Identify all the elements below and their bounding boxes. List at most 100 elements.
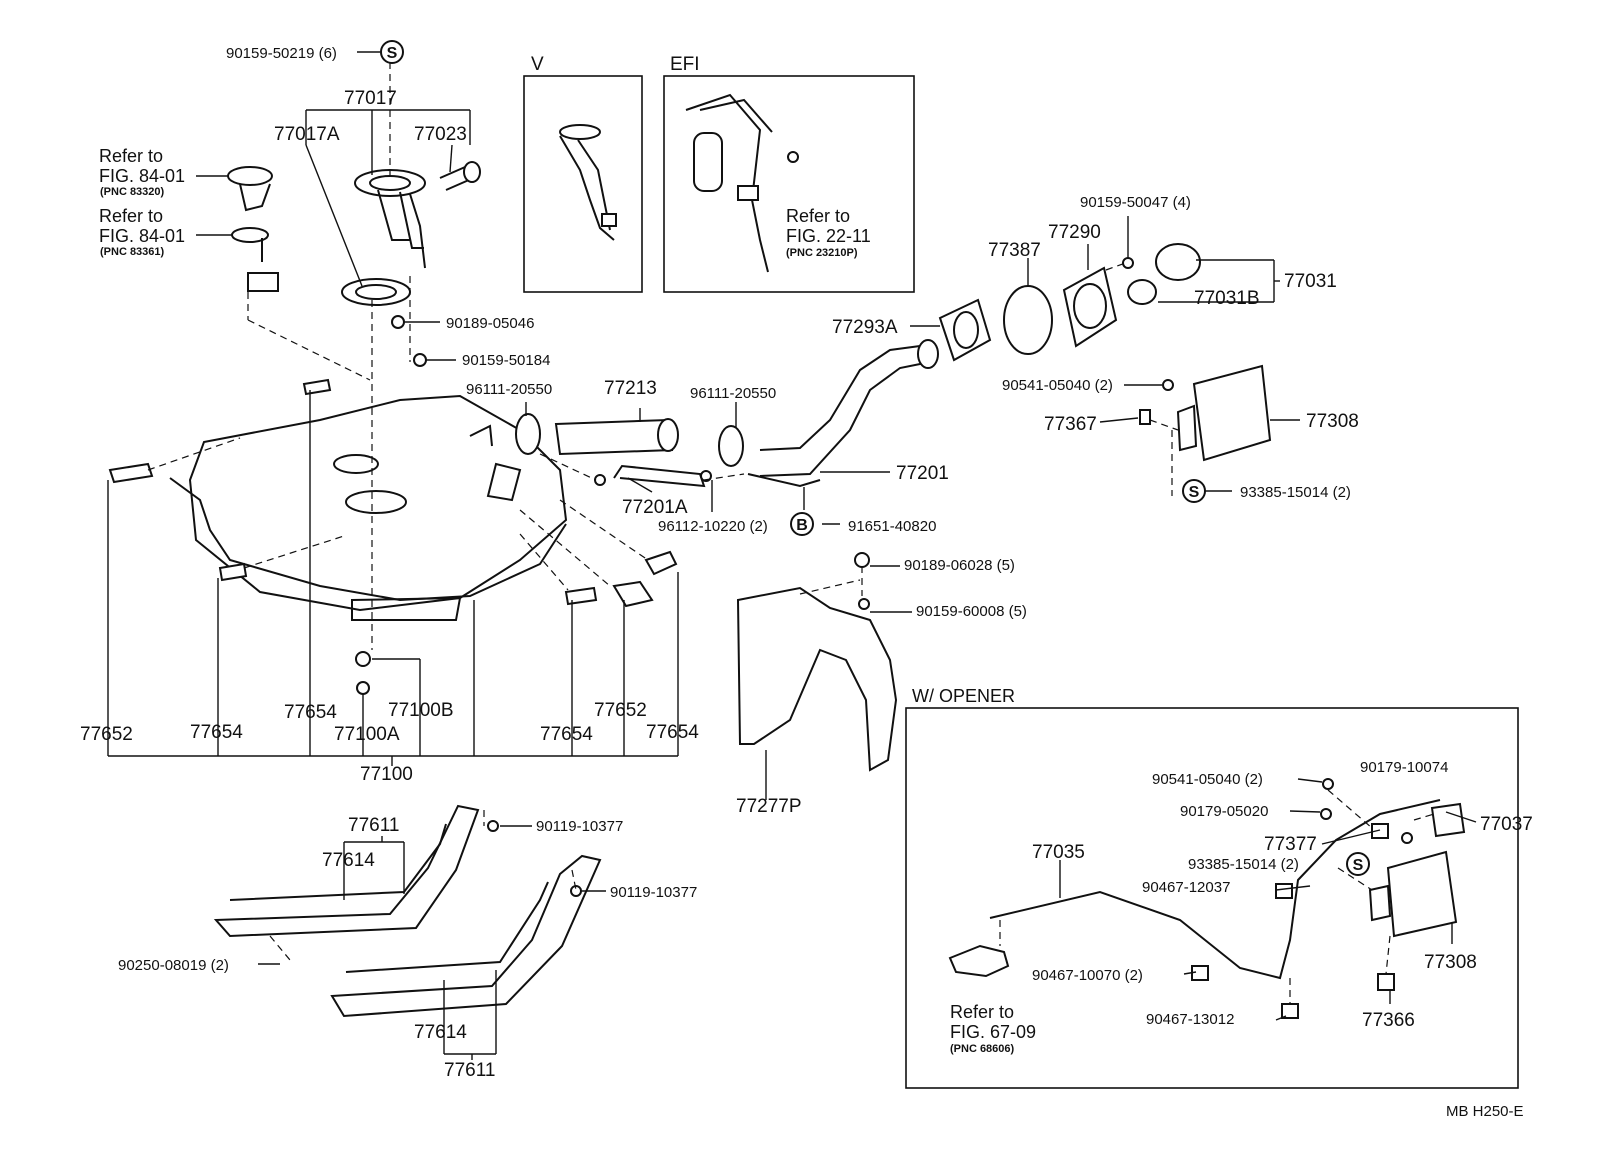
leader-lines (107, 51, 1477, 1060)
part-number-label: 90159-50047 (4) (1080, 194, 1191, 211)
bolt-icon (356, 681, 370, 695)
s-symbol: S (387, 45, 398, 62)
reference-text: Refer to (950, 1002, 1014, 1022)
opener-cable-77035 (989, 799, 1441, 980)
fuel-pump-bracket-77017 (341, 161, 481, 306)
part-number-label: 77611 (444, 1060, 495, 1081)
part-number-label: 77654 (646, 722, 699, 743)
opener-lever-assy (948, 944, 1010, 978)
part-number-label: 77037 (1480, 814, 1533, 835)
nut-icon (854, 552, 870, 568)
filler-flange-77293a (938, 298, 992, 362)
part-number-label: 90189-05046 (446, 315, 534, 332)
part-number-label: 77611 (348, 815, 399, 836)
clip-icon (594, 474, 606, 486)
s-symbol: S (1189, 484, 1200, 501)
s-symbol: S (1353, 857, 1364, 874)
part-number-label: 90179-10074 (1360, 759, 1448, 776)
part-number-label: 77654 (284, 702, 337, 723)
part-number-label: 77201 (896, 463, 949, 484)
b-symbol: B (796, 517, 808, 534)
part-number-label: 77035 (1032, 842, 1085, 863)
part-number-label: 90541-05040 (2) (1002, 377, 1113, 394)
part-number-label: 77654 (540, 724, 593, 745)
part-number-label: 77277P (736, 796, 802, 817)
part-number-label: 77654 (190, 722, 243, 743)
reference-pnc: (PNC 23210P) (786, 247, 858, 259)
filler-housing-77290 (1062, 266, 1118, 348)
clip-77377-icon (1371, 823, 1389, 839)
part-number-label: 90467-10070 (2) (1032, 967, 1143, 984)
part-number-label: 93385-15014 (2) (1240, 484, 1351, 501)
variant-efi-box (663, 75, 915, 293)
part-number-label: 90179-05020 (1180, 803, 1268, 820)
reference-text: Refer to (99, 146, 163, 166)
screw-icon (1320, 808, 1332, 820)
symbol-circles (380, 40, 1370, 876)
clip-icon (700, 470, 712, 482)
opener-lid-77308 (1368, 850, 1458, 938)
bolt-icon (858, 598, 870, 610)
w-opener-label: W/ OPENER (912, 686, 1015, 706)
tank-straps (213, 804, 602, 1018)
variant-efi-pump (685, 93, 799, 273)
part-number-label: 77367 (1044, 414, 1097, 435)
part-number-label: 77017 (344, 88, 397, 109)
variant-efi-label: EFI (670, 54, 700, 75)
part-number-label: 77308 (1424, 952, 1477, 973)
variant-v-pump (559, 124, 617, 241)
clip-icon (1139, 409, 1151, 425)
reference-pnc: (PNC 68606) (950, 1043, 1015, 1055)
part-number-label: 77031 (1284, 271, 1337, 292)
screw-icon (1322, 778, 1334, 790)
hose-77213 (554, 418, 679, 456)
part-number-label: 77652 (594, 700, 647, 721)
nut-icon (355, 651, 371, 667)
part-number-label: 96111-20550 (690, 385, 776, 402)
reference-pnc: (PNC 83361) (100, 246, 165, 258)
part-number-label: 90467-12037 (1142, 879, 1230, 896)
w-opener-box (905, 707, 1519, 1089)
part-number-label: 77387 (988, 240, 1041, 261)
figure-code: MB H250-E (1446, 1103, 1524, 1120)
screw-icon (1162, 379, 1174, 391)
bolt-icon (487, 820, 499, 832)
part-number-label: 77652 (80, 724, 133, 745)
reference-figure: FIG. 67-09 (950, 1022, 1036, 1042)
part-number-label: 93385-15014 (2) (1188, 856, 1299, 873)
reference-text: Refer to (786, 206, 850, 226)
part-number-label: 90159-50219 (6) (226, 45, 337, 62)
part-number-label: 90250-08019 (2) (118, 957, 229, 974)
part-number-label: 90189-06028 (5) (904, 557, 1015, 574)
breather-hose-77201a (613, 464, 706, 488)
part-number-label: 90159-50184 (462, 352, 550, 369)
clip-icon (1275, 883, 1293, 899)
clip-icon (1191, 965, 1209, 981)
part-number-label: 77031B (1194, 288, 1260, 309)
sender-gauge-parts (227, 166, 279, 292)
hinge-77366-icon (1377, 973, 1395, 991)
part-number-label: 77100A (334, 724, 400, 745)
part-number-label: 96112-10220 (2) (658, 518, 768, 535)
part-number-label: 77377 (1264, 834, 1317, 855)
part-number-label: 77201A (622, 497, 688, 518)
part-number-label: 77308 (1306, 411, 1359, 432)
reference-pnc: (PNC 83320) (100, 186, 165, 198)
screw-icon (1122, 257, 1134, 269)
fuel-cap-77031 (1127, 243, 1201, 305)
variant-v-box (523, 75, 643, 293)
reference-text: Refer to (99, 206, 163, 226)
reference-figure: FIG. 84-01 (99, 226, 185, 246)
part-number-label: 77290 (1048, 222, 1101, 243)
filler-pipe-77201 (747, 339, 939, 488)
ring-77387 (1003, 285, 1053, 355)
shield-77277p (736, 586, 898, 772)
part-number-label: 77100B (388, 700, 454, 721)
bolt-icon (570, 885, 582, 897)
part-number-label: 77293A (832, 317, 898, 338)
part-number-label: 91651-40820 (848, 518, 936, 535)
part-number-label: 90119-10377 (536, 818, 623, 835)
part-number-label: 90159-60008 (5) (916, 603, 1027, 620)
fuel-lid-77308 (1176, 364, 1272, 462)
